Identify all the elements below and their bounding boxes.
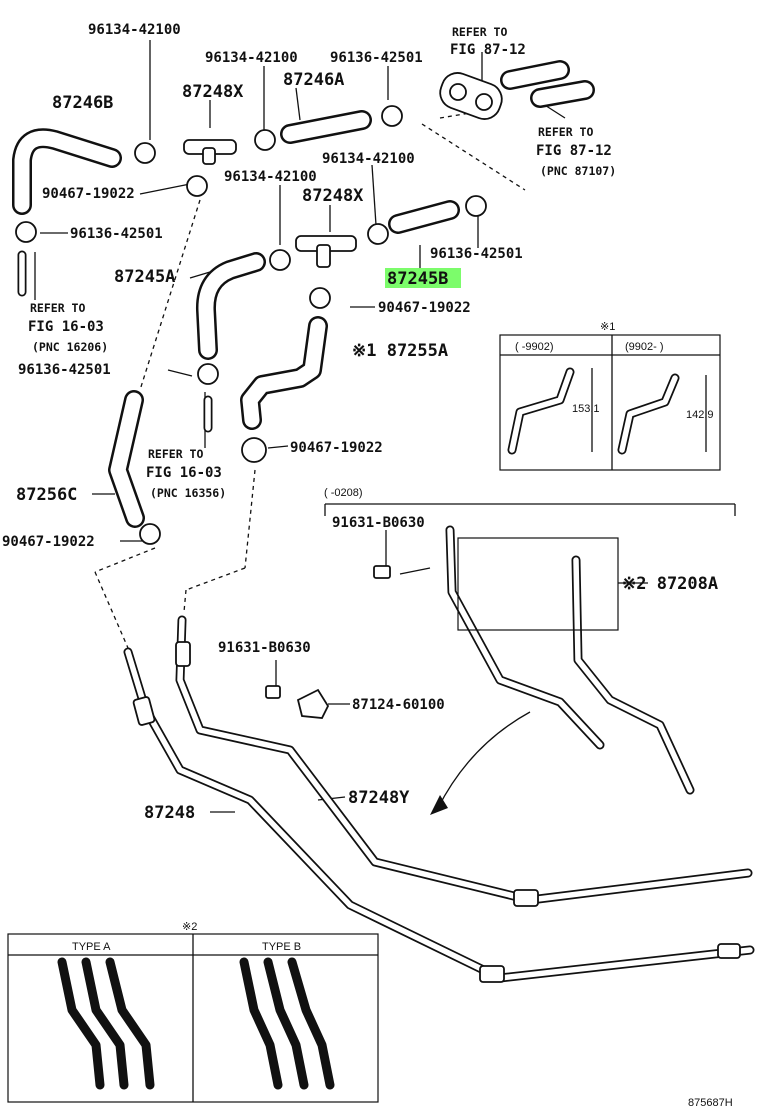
label-96136-42501-c[interactable]: 96136-42501 [430,246,523,262]
label-96136-42501-b[interactable]: 96136-42501 [70,226,163,242]
inset1-dim2: 142.9 [686,409,714,421]
label-87255a[interactable]: ※1 87255A [352,341,448,361]
label-96134-42100-b[interactable]: 96134-42100 [205,50,298,66]
inset-types [7,933,379,1103]
label-91631-b0630-b[interactable]: 91631-B0630 [218,640,311,656]
inset1-col2: (9902- ) [625,341,664,353]
label-87248x-b[interactable]: 87248X [302,186,364,206]
tee-joints-and-clamps [15,72,503,545]
label-87246a[interactable]: 87246A [283,70,344,90]
refer-16-03-line1: REFER TO [30,301,85,315]
label-87248[interactable]: 87248 [144,803,195,823]
refer-16-03b-line1: REFER TO [148,447,203,461]
date-range-bracket [324,503,736,516]
diagram-id: 875687H [688,1097,733,1109]
label-90467-19022-a[interactable]: 90467-19022 [42,186,135,202]
date-range: ( -0208) [324,487,363,499]
label-87248y[interactable]: 87248Y [348,788,410,808]
label-87246b[interactable]: 87246B [52,93,113,113]
label-87208a[interactable]: ※2 87208A [622,574,718,594]
leader-lines [34,40,648,813]
refer-87-12b-line3: (PNC 87107) [540,164,616,178]
inset1-col1: ( -9902) [515,341,554,353]
inset1-dim1: 153.1 [572,403,600,415]
label-87124-60100[interactable]: 87124-60100 [352,697,445,713]
refer-16-03-line2[interactable]: FIG 16-03 [28,319,104,335]
refer-16-03b-line3: (PNC 16356) [150,486,226,500]
inset1-mark: ※1 [600,321,615,333]
label-96136-42501-d[interactable]: 96136-42501 [18,362,111,378]
label-87248x-a[interactable]: 87248X [182,82,244,102]
pipe-87208a [430,525,695,815]
refer-87-12b-line2[interactable]: FIG 87-12 [536,143,612,159]
refer-87-12b-line1: REFER TO [538,125,593,139]
inset2-type-a: TYPE A [72,941,111,953]
refer-87-12-line1: REFER TO [452,25,507,39]
inset2-type-b: TYPE B [262,941,301,953]
highlight-marker [385,268,461,288]
label-96134-42100-a[interactable]: 96134-42100 [88,22,181,38]
label-96134-42100-c[interactable]: 96134-42100 [322,151,415,167]
refer-87-12-line2[interactable]: FIG 87-12 [450,42,526,58]
label-87245b[interactable]: 87245B [387,269,448,289]
bolts-bracket [265,565,391,719]
upper-hose-assembly [12,60,595,528]
label-91631-b0630-a[interactable]: 91631-B0630 [332,515,425,531]
inset-87255a [499,334,721,471]
label-96134-42100-d[interactable]: 96134-42100 [224,169,317,185]
label-90467-19022-c[interactable]: 90467-19022 [290,440,383,456]
inset2-mark: ※2 [182,921,197,933]
label-90467-19022-d[interactable]: 90467-19022 [2,534,95,550]
refer-16-03-line3: (PNC 16206) [32,340,108,354]
heater-pipes [123,615,755,983]
label-87245a[interactable]: 87245A [114,267,175,287]
label-96136-42501-a[interactable]: 96136-42501 [330,50,423,66]
refer-16-03b-line2[interactable]: FIG 16-03 [146,465,222,481]
label-87256c[interactable]: 87256C [16,485,77,505]
label-90467-19022-b[interactable]: 90467-19022 [378,300,471,316]
